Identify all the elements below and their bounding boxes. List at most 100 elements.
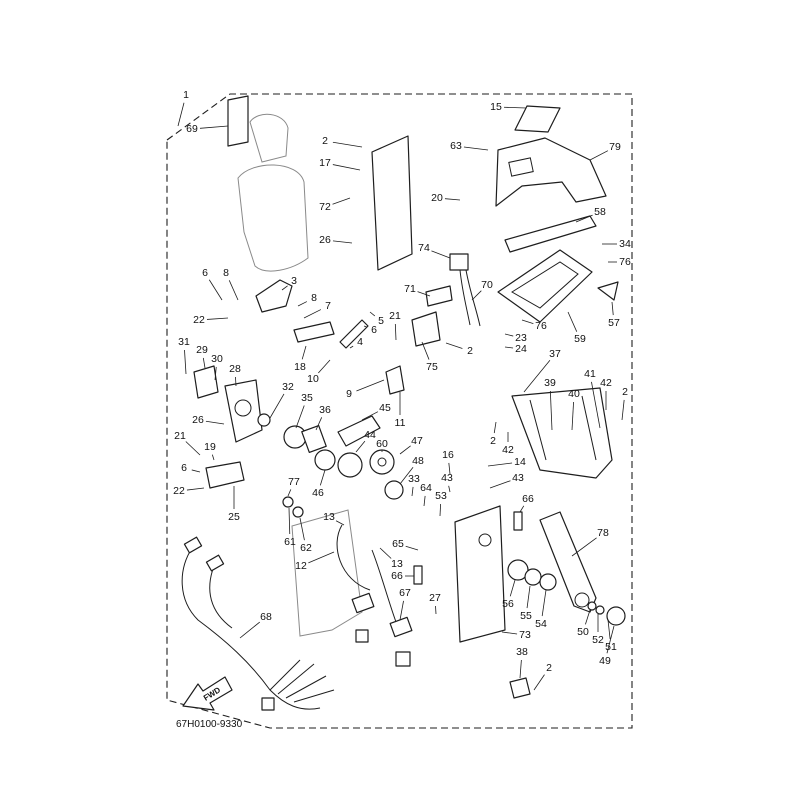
part-number-callout: 63 [450, 140, 462, 152]
forward-arrow-icon: FWD [182, 676, 233, 711]
leader-line [463, 146, 489, 151]
part-number-callout: 37 [549, 348, 561, 360]
leader-line [332, 197, 351, 205]
leader-line [444, 198, 461, 201]
part-number-callout: 50 [577, 626, 589, 638]
leader-line [191, 469, 201, 473]
friction-lever [255, 279, 293, 313]
leader-line [435, 605, 437, 615]
leader-line [439, 503, 441, 517]
ratchet-ring-44 [337, 452, 363, 478]
control-handle [511, 387, 613, 479]
leader-line [399, 445, 411, 455]
part-number-callout: 64 [420, 482, 432, 494]
part-number-callout: 29 [196, 344, 208, 356]
part-number-callout: 69 [186, 123, 198, 135]
leader-line [177, 102, 185, 127]
leader-line [504, 346, 514, 349]
part-number-callout: 76 [535, 320, 547, 332]
part-number-callout: 2 [467, 345, 473, 357]
part-number-callout: 22 [173, 485, 185, 497]
leader-line [297, 301, 308, 307]
part-number-callout: 32 [282, 381, 294, 393]
leader-line [319, 469, 326, 486]
label-plate [514, 105, 561, 133]
part-number-callout: 19 [204, 441, 216, 453]
leader-line [332, 240, 353, 244]
lever-link [293, 321, 335, 343]
lower-bracket [205, 461, 245, 489]
part-number-callout: 57 [608, 317, 620, 329]
part-number-callout: 15 [490, 101, 502, 113]
cam-48 [384, 480, 404, 500]
spring-washer [257, 413, 271, 427]
gasket [497, 249, 593, 323]
leader-line [523, 359, 551, 393]
leader-line [295, 405, 305, 429]
bushing-62 [292, 506, 304, 518]
bushing-61 [282, 496, 294, 508]
part-number-callout: 5 [378, 315, 384, 327]
part-number-callout: 45 [379, 402, 391, 414]
leader-line [185, 441, 201, 456]
leader-line [318, 359, 331, 374]
leader-line [303, 309, 322, 319]
part-number-callout: 35 [301, 392, 313, 404]
washer-54 [539, 573, 557, 591]
part-number-callout: 78 [597, 527, 609, 539]
leader-line [361, 411, 379, 421]
part-number-callout: 49 [599, 655, 611, 667]
part-number-callout: 47 [411, 435, 423, 447]
leader-line [431, 250, 451, 259]
gasket-inner-edge [511, 261, 579, 309]
leader-line [493, 421, 497, 434]
part-number-callout: 28 [229, 363, 241, 375]
part-number-callout: 2 [322, 135, 328, 147]
leader-line [448, 485, 451, 493]
leader-line [235, 376, 237, 387]
part-number-callout: 10 [307, 373, 319, 385]
connector-d [355, 629, 369, 643]
washer-55 [524, 568, 542, 586]
part-number-callout: 48 [412, 455, 424, 467]
leader-lines [177, 102, 625, 691]
part-number-callout: 33 [408, 473, 420, 485]
part-number-callout: 61 [284, 536, 296, 548]
shift-lever [539, 511, 597, 613]
part-number-callout: 8 [223, 267, 229, 279]
part-number-callout: 6 [181, 462, 187, 474]
body-bore [478, 533, 492, 547]
part-number-callout: 31 [178, 336, 190, 348]
part-number-callout: 54 [535, 618, 547, 630]
bracket-38 [509, 677, 531, 699]
leader-line [356, 379, 385, 392]
part-number-callout: 39 [544, 377, 556, 389]
part-number-callout: 27 [429, 592, 441, 604]
assembly-frame [166, 93, 633, 729]
washer-52 [595, 605, 605, 615]
part-number-callout: 66 [522, 493, 534, 505]
part-number-callout: 76 [619, 256, 631, 268]
leader-line [281, 285, 288, 291]
part-number-callout: 40 [568, 388, 580, 400]
leader-line [549, 390, 553, 431]
part-number-callout: 7 [325, 300, 331, 312]
leader-line [541, 589, 547, 617]
part-number-callout: 70 [481, 279, 493, 291]
part-number-callout: 74 [418, 242, 430, 254]
connector-c [395, 651, 411, 667]
leader-line [211, 454, 215, 461]
part-number-callout: 42 [600, 377, 612, 389]
part-number-callout: 26 [192, 414, 204, 426]
leader-line [228, 280, 239, 301]
leader-line [349, 345, 354, 349]
part-number-callout: 13 [391, 558, 403, 570]
part-number-callout: 22 [193, 314, 205, 326]
ratchet-45 [337, 415, 381, 447]
leader-line [421, 341, 430, 360]
switch-bracket [425, 285, 453, 307]
link-rod [339, 319, 369, 349]
part-number-callout: 18 [294, 361, 306, 373]
leader-line [335, 520, 345, 526]
part-number-callout: 71 [404, 283, 416, 295]
